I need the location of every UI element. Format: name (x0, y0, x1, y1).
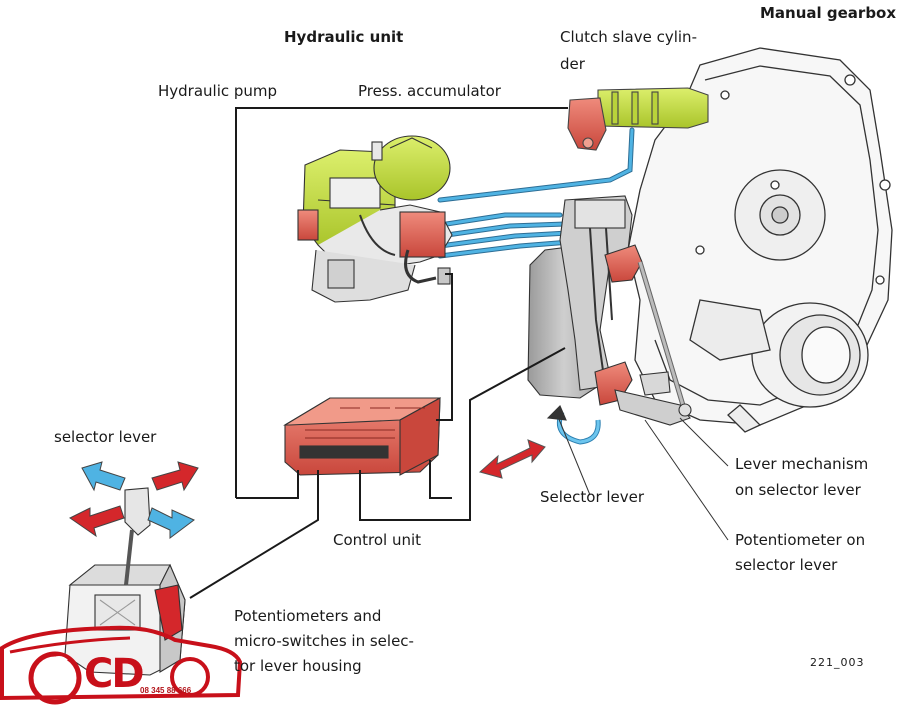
watermark-letters: CD (84, 651, 145, 697)
hydraulic-unit (297, 135, 453, 303)
clutch-slave-label-line1: Clutch slave cylin- (560, 28, 697, 46)
clutch-slave-label-line2: der (560, 55, 585, 73)
clutch-slave-cylinder (567, 87, 709, 151)
lever-mechanism-label-line1: Lever mechanism (735, 455, 869, 473)
arrow-up-right-red (151, 461, 199, 492)
hydraulic-unit-label: Hydraulic unit (284, 28, 404, 46)
hydraulic-lines (437, 127, 635, 259)
selector-lever-arrow-red (478, 439, 546, 479)
potentiometer-label-line1: Potentiometer on (735, 531, 866, 549)
callout-leaders (555, 411, 729, 541)
selector-lever-top-label: selector lever (54, 428, 157, 446)
wiring (189, 107, 568, 599)
figure-code: 221_003 (810, 656, 865, 669)
hydraulic-pump-label: Hydraulic pump (158, 82, 278, 100)
selector-lever-housing (64, 487, 186, 676)
control-unit (283, 397, 441, 476)
selector-actuator (527, 195, 692, 445)
gearbox-label: Manual gearbox (760, 4, 897, 22)
press-accumulator-label: Press. accumulator (358, 82, 501, 100)
selector-lever-label: Selector lever (540, 488, 645, 506)
control-unit-label: Control unit (333, 531, 422, 549)
lever-mechanism-label-line2: on selector lever (735, 481, 861, 499)
potentiometers-label-line1: Potentiometers and (234, 607, 382, 625)
watermark-phone: 08 345 88 666 (140, 686, 192, 695)
watermark-logo (0, 625, 243, 705)
selector-direction-arrows (69, 461, 199, 539)
arrow-down-left-red (69, 505, 125, 538)
potentiometers-label-line2: micro-switches in selec- (234, 632, 414, 650)
arrow-up-left-blue (81, 461, 126, 492)
manual-gearbox (627, 47, 893, 433)
arrow-down-right-blue (147, 507, 195, 539)
potentiometer-label-line2: selector lever (735, 556, 838, 574)
potentiometers-label-line3: tor lever housing (234, 657, 362, 675)
